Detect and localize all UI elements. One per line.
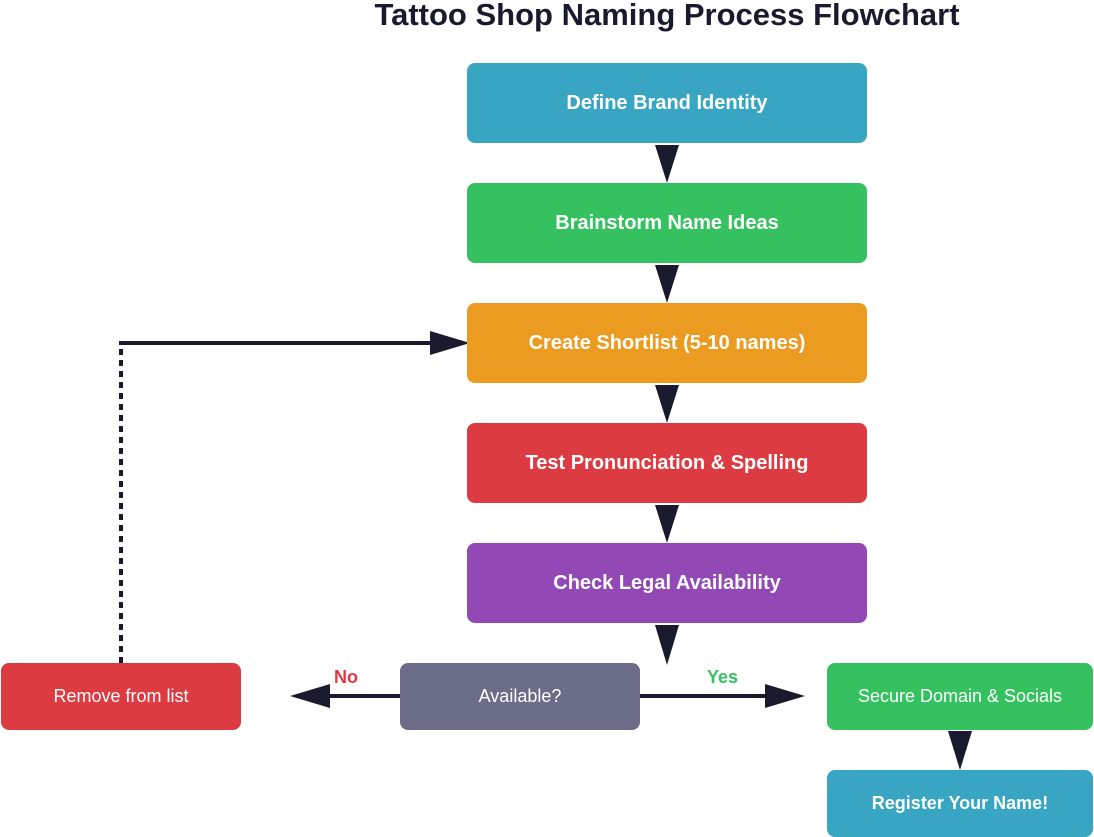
decision-available: Available? [400,663,640,730]
arrow-step5-to-decision [655,625,679,665]
arrow-step4-to-step5 [655,505,679,543]
arrow-step1-to-step2 [655,145,679,183]
arrow-no-head [290,684,330,708]
node-remove-from-list: Remove from list [1,663,241,730]
arrow-step2-to-step3 [655,265,679,303]
arrow-step3-to-step4 [655,385,679,423]
step-brainstorm-name-ideas: Brainstorm Name Ideas [467,183,867,263]
loopback-head [430,331,470,355]
step-test-pronunciation: Test Pronunciation & Spelling [467,423,867,503]
step-check-legal-availability: Check Legal Availability [467,543,867,623]
step-create-shortlist: Create Shortlist (5-10 names) [467,303,867,383]
arrow-secure-to-register [948,731,972,770]
diagram-title: Tattoo Shop Naming Process Flowchart [374,0,960,32]
node-register-your-name: Register Your Name! [827,770,1093,837]
step-define-brand-identity: Define Brand Identity [467,63,867,143]
edge-label-yes: Yes [707,667,739,687]
arrow-yes-head [765,684,805,708]
edge-label-no: No [334,667,358,687]
node-secure-domain-socials: Secure Domain & Socials [827,663,1093,730]
